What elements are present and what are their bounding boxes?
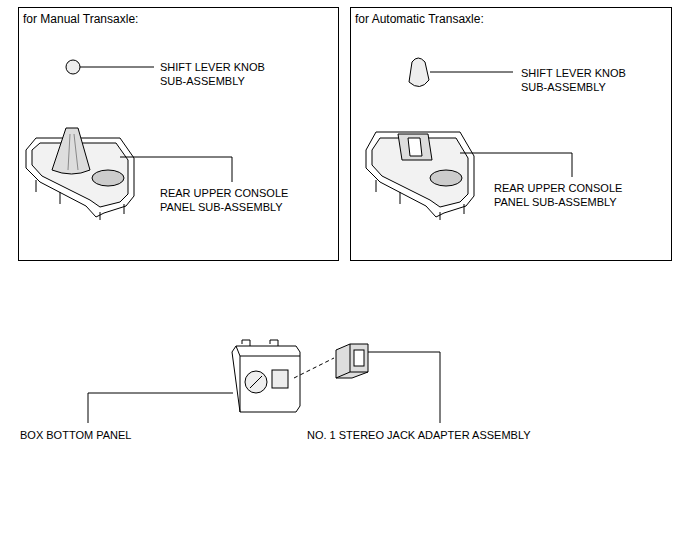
leader-line — [430, 72, 513, 73]
shift-boot — [52, 128, 90, 174]
jack-port — [354, 350, 364, 366]
stereo-jack — [336, 344, 368, 378]
frame-heading: for Manual Transaxle: — [19, 8, 138, 26]
cup-holder — [92, 170, 124, 186]
part-name: SHIFT LEVER KNOB SUB-ASSEMBLY — [521, 66, 646, 94]
shift-gate — [398, 134, 432, 160]
jack-edge — [336, 344, 368, 378]
part-name: SHIFT LEVER KNOB SUB-ASSEMBLY — [160, 60, 285, 88]
console-panel — [366, 132, 474, 217]
leader-line — [368, 352, 440, 423]
frame-heading: for Automatic Transaxle: — [351, 8, 484, 26]
part-name: BOX BOTTOM PANEL — [20, 428, 131, 442]
boot-folds — [68, 134, 78, 170]
part-name: REAR UPPER CONSOLE PANEL SUB-ASSEMBLY — [494, 181, 654, 209]
part-name: REAR UPPER CONSOLE PANEL SUB-ASSEMBLY — [160, 186, 320, 214]
leader-line — [80, 67, 154, 68]
socket-slot — [250, 376, 262, 388]
console-panel-inner — [372, 138, 468, 207]
panel-edge — [236, 346, 300, 412]
box-bottom-panel — [232, 346, 300, 412]
install-line — [294, 358, 334, 378]
variant-frame: for Automatic Transaxle: — [350, 7, 672, 261]
leader-line — [460, 153, 572, 177]
jack-opening — [272, 370, 288, 388]
leader-line — [120, 157, 232, 182]
part-name: NO. 1 STEREO JACK ADAPTER ASSEMBLY — [307, 428, 531, 442]
cup-holder — [430, 170, 462, 186]
clip-tabs — [376, 180, 464, 220]
socket-hole — [245, 371, 267, 393]
variant-frame: for Manual Transaxle: — [18, 7, 339, 261]
shift-knob — [66, 60, 80, 74]
panel-tabs — [242, 340, 278, 346]
shift-knob — [409, 58, 429, 87]
shift-slot — [408, 138, 422, 156]
leader-line — [88, 393, 233, 423]
clip-tabs — [36, 180, 124, 220]
